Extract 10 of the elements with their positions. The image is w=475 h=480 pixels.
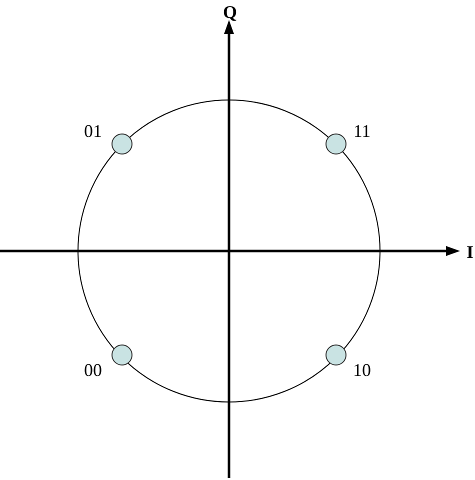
constellation-point	[111, 344, 133, 366]
symbol-label: 10	[353, 360, 371, 380]
constellation-point	[325, 133, 347, 155]
axis-label: I	[466, 242, 474, 262]
constellation-point	[325, 344, 347, 366]
symbol-label: 00	[84, 360, 102, 380]
symbol-label: 01	[84, 121, 102, 141]
symbol-label: 11	[353, 121, 371, 141]
axis-label: Q	[223, 2, 237, 22]
constellation-point	[111, 133, 133, 155]
